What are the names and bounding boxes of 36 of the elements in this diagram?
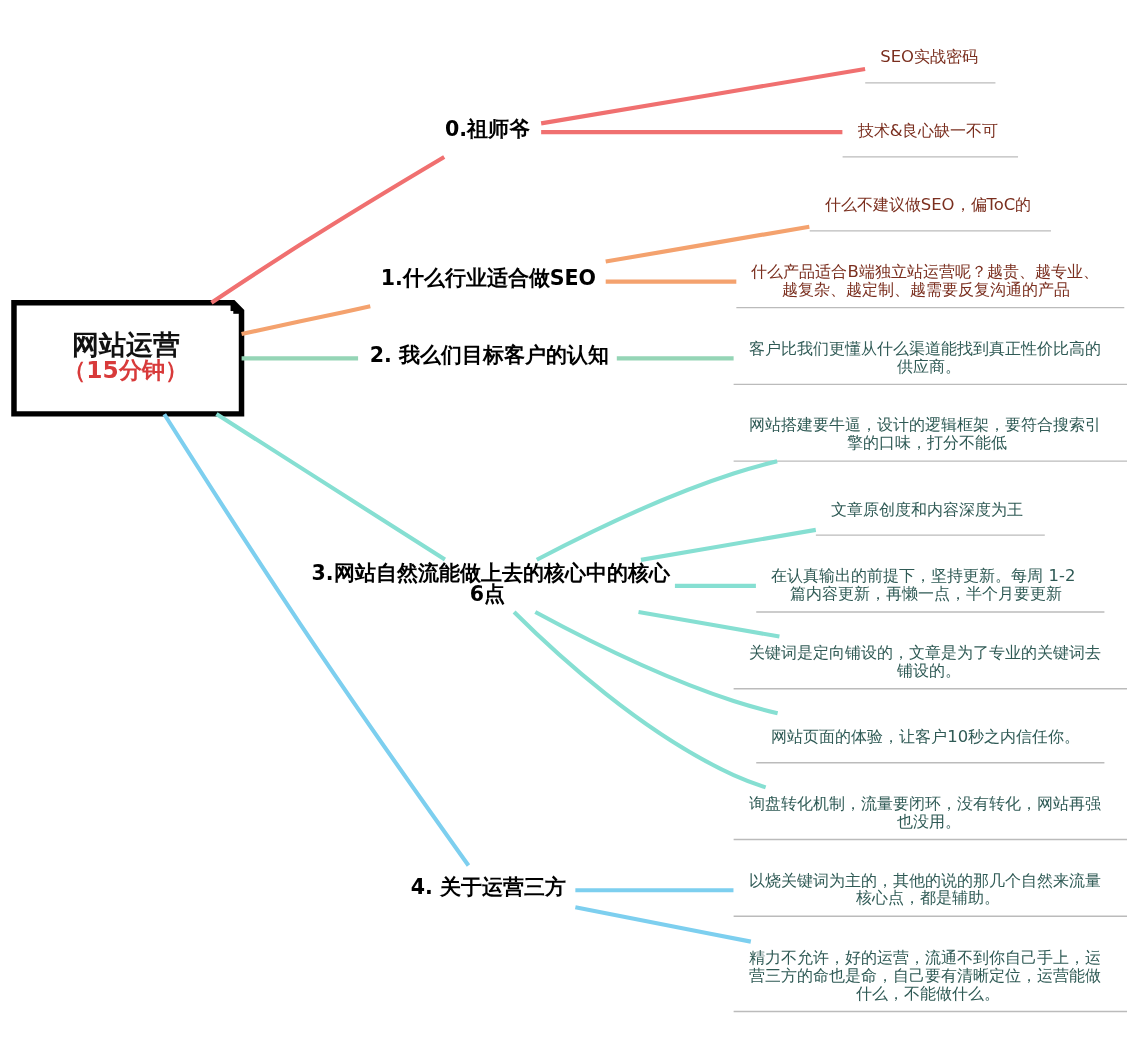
- connector: [605, 279, 737, 284]
- node-text: 1.什么行业适合做SEO: [380, 265, 597, 290]
- connector: [241, 355, 359, 360]
- node-text: 客户比我们更懂从什么渠道能找到真正性价比高的供应商。: [748, 338, 1101, 376]
- node-text: SEO实战密码: [880, 46, 979, 66]
- node-text: 询盘转化机制，流量要闭环，没有转化，网站再强也没用。: [748, 793, 1101, 831]
- node-text: 技术&良心缺一不可: [857, 120, 999, 140]
- node-text: 网站搭建要牛逼，设计的逻辑框架，要符合搜索引擎的口味，打分不能低: [748, 414, 1101, 452]
- node-text: 文章原创度和内容深度为王: [830, 499, 1023, 519]
- connector: [638, 609, 780, 639]
- connector: [210, 154, 446, 304]
- node-text: 3.网站自然流能做上去的核心中的核心6点: [311, 560, 670, 606]
- connector: [541, 129, 843, 134]
- connector: [574, 904, 752, 944]
- node-text: 2. 我么们目标客户的认知: [369, 342, 609, 367]
- connector: [512, 610, 767, 789]
- node-text: 4. 关于运营三方: [410, 874, 567, 899]
- connector: [605, 224, 810, 264]
- connector: [540, 66, 866, 125]
- connector: [616, 355, 734, 360]
- node-text: 精力不允许，好的运营，流通不到你自己手上，运营三方的命也是命，自己要有清晰定位，运营能做什么，不能做什么。: [748, 947, 1101, 1003]
- connector: [535, 458, 778, 562]
- connector: [162, 412, 471, 867]
- node-text: 以烧关键词为主的，其他的说的那几个自然来流量核心点，都是辅助。: [748, 870, 1101, 907]
- node-text: 什么产品适合B端独立站运营呢？越贵、越专业、越复杂、越定制、越需要反复沟通的产品: [751, 261, 1099, 299]
- connector: [640, 527, 817, 562]
- connector: [534, 609, 779, 715]
- node-text: 网站页面的体验，让客户10秒之内信任你。: [771, 726, 1081, 746]
- node-text: 0.祖师爷: [445, 116, 531, 141]
- node-text: 关键词是定向铺设的，文章是为了专业的关键词去铺设的。: [748, 642, 1101, 680]
- node-text: 什么不建议做SEO，偏ToC的: [824, 194, 1032, 214]
- connector: [215, 411, 447, 561]
- connector: [575, 887, 734, 892]
- node-text: 在认真输出的前提下，坚持更新。每周 1-2 篇内容更新，再懒一点，半个月要更新: [771, 565, 1076, 603]
- connector: [241, 303, 371, 336]
- connector: [674, 583, 756, 588]
